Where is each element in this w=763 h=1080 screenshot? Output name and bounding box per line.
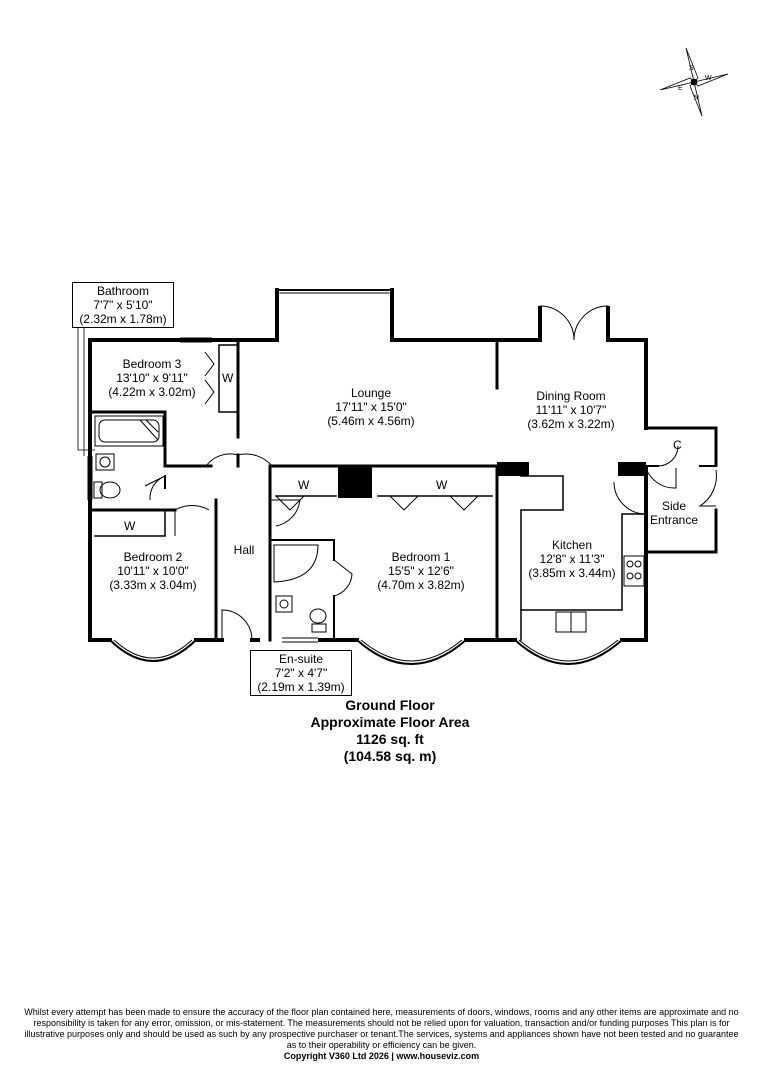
ensuite-label: En-suite 7'2" x 4'7" (2.19m x 1.39m) (250, 650, 352, 696)
bedroom2-metric: (3.33m x 3.04m) (109, 578, 197, 592)
disclaimer: Whilst every attempt has been made to en… (20, 1007, 743, 1062)
lounge-metric: (5.46m x 4.56m) (327, 414, 415, 428)
dining-room-name: Dining Room (536, 389, 606, 403)
compass-s-label: S (689, 65, 694, 72)
bedroom1-metric: (4.70m x 3.82m) (377, 578, 465, 592)
floor-area-summary: Ground Floor Approximate Floor Area 1126… (230, 697, 550, 765)
kitchen-name: Kitchen (551, 538, 593, 552)
bedroom2-label: Bedroom 2 10'11" x 10'0" (3.33m x 3.04m) (100, 550, 206, 592)
lounge-label: Lounge 17'11" x 15'0" (5.46m x 4.56m) (316, 386, 426, 428)
ensuite-name: En-suite (278, 652, 324, 666)
bedroom1-wardrobe-left-label: W (298, 478, 310, 492)
bedroom2-wardrobe-label: W (124, 519, 136, 533)
bathroom-metric: (2.32m x 1.78m) (79, 312, 167, 326)
bedroom1-name: Bedroom 1 (391, 550, 451, 564)
compass-n-label: N (694, 95, 699, 102)
bedroom3-name: Bedroom 3 (122, 357, 182, 371)
windows (87, 337, 623, 665)
bedroom3-metric: (4.22m x 3.02m) (108, 385, 196, 399)
bedroom3-imperial: 13'10" x 9'11" (116, 371, 188, 385)
hall-label: Hall (226, 543, 262, 557)
ensuite-metric: (2.19m x 1.39m) (257, 680, 345, 694)
kitchen-label: Kitchen 12'8" x 11'3" (3.85m x 3.44m) (520, 538, 624, 580)
dining-room-label: Dining Room 11'11" x 10'7" (3.62m x 3.22… (516, 389, 626, 431)
lounge-name: Lounge (350, 386, 392, 400)
side-entrance-label: Side Entrance (646, 499, 702, 527)
kitchen-imperial: 12'8" x 11'3" (539, 552, 605, 566)
cupboard-c-label: C (673, 438, 682, 452)
bedroom2-name: Bedroom 2 (123, 550, 183, 564)
floor-name: Ground Floor (345, 697, 435, 713)
bedroom2-imperial: 10'11" x 10'0" (117, 564, 189, 578)
bathroom-name: Bathroom (96, 284, 150, 298)
lounge-imperial: 17'11" x 15'0" (335, 400, 407, 414)
floor-area-sqm: (104.58 sq. m) (343, 748, 437, 764)
doors (144, 305, 717, 641)
ensuite-imperial: 7'2" x 4'7" (274, 666, 328, 680)
bathroom-leader (77, 326, 95, 456)
disclaimer-text: Whilst every attempt has been made to en… (24, 1007, 739, 1050)
dining-room-imperial: 11'11" x 10'7" (535, 403, 607, 417)
hall-name: Hall (233, 543, 255, 557)
kitchen-metric: (3.85m x 3.44m) (528, 566, 616, 580)
dining-room-metric: (3.62m x 3.22m) (527, 417, 615, 431)
compass-w-label: W (705, 75, 712, 82)
bathroom-label: Bathroom 7'7" x 5'10" (2.32m x 1.78m) (72, 282, 174, 328)
compass-icon: S W E N (659, 47, 729, 117)
side-entrance-line2: Entrance (649, 513, 699, 527)
floor-area-label: Approximate Floor Area (310, 714, 470, 730)
bedroom3-label: Bedroom 3 13'10" x 9'11" (4.22m x 3.02m) (100, 357, 204, 399)
bathroom-imperial: 7'7" x 5'10" (93, 298, 153, 312)
side-entrance-line1: Side (661, 499, 687, 513)
bedroom3-wardrobe-label: W (222, 371, 234, 385)
bedroom1-imperial: 15'5" x 12'6" (388, 564, 454, 578)
bedroom1-label: Bedroom 1 15'5" x 12'6" (4.70m x 3.82m) (366, 550, 476, 592)
bedroom1-wardrobe-right-label: W (436, 478, 448, 492)
copyright: Copyright V360 Ltd 2026 | www.houseviz.c… (283, 1051, 480, 1061)
compass-e-label: E (678, 85, 683, 92)
floor-area-sqft: 1126 sq. ft (356, 731, 424, 747)
fixtures (93, 351, 645, 633)
